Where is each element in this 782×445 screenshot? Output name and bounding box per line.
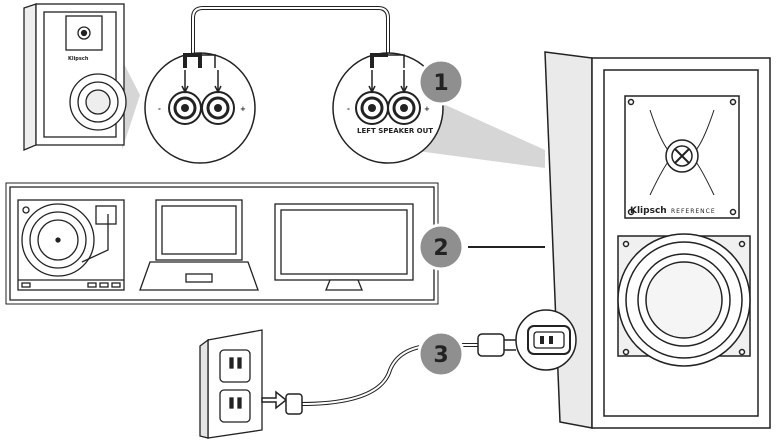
turntable-icon <box>18 200 124 290</box>
large-speaker-series: REFERENCE <box>671 208 716 215</box>
svg-text:2: 2 <box>433 236 448 261</box>
left-terminal-magnifier <box>145 53 255 163</box>
power-inlet-magnifier <box>516 310 576 370</box>
left-plus-sign: + <box>240 105 246 113</box>
wall-plug <box>262 392 302 414</box>
step-2-badge: 2 <box>419 225 463 269</box>
small-speaker <box>24 4 126 150</box>
left-speaker-out-label: LEFT SPEAKER OUT <box>357 127 433 135</box>
tv-icon <box>275 204 413 290</box>
step-1-badge: 1 <box>419 60 463 104</box>
laptop-icon <box>140 200 258 290</box>
svg-text:3: 3 <box>433 343 448 368</box>
right-plus-sign: + <box>424 105 430 113</box>
large-speaker <box>545 52 770 428</box>
iec-plug <box>478 334 516 356</box>
left-minus-sign: - <box>158 105 161 113</box>
svg-text:1: 1 <box>433 71 448 96</box>
right-minus-sign: - <box>347 105 350 113</box>
wall-outlet <box>200 330 262 438</box>
large-speaker-logo: Klipsch <box>630 206 667 216</box>
step-3-badge: 3 <box>419 332 463 376</box>
small-speaker-logo: Klipsch <box>68 56 89 62</box>
